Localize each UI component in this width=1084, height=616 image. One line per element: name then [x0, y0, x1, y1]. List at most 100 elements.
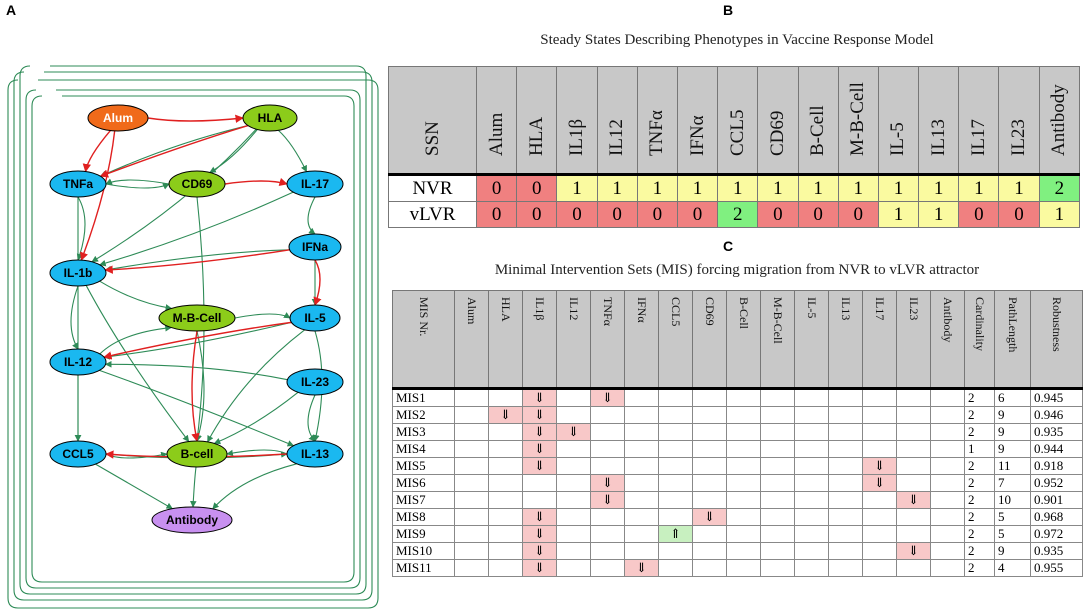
node-il17: IL-17 — [286, 170, 344, 198]
state-cell: 0 — [636, 201, 678, 228]
node-shape — [49, 440, 107, 468]
column-header: IL12 — [556, 290, 591, 389]
inhibition-edge — [313, 259, 322, 306]
intervention-cell — [930, 542, 965, 560]
pathlength-cell: 5 — [994, 525, 1031, 543]
intervention-cell — [590, 559, 625, 577]
intervention-cell — [692, 440, 727, 458]
intervention-cell — [760, 525, 795, 543]
cardinality-cell: 2 — [964, 542, 995, 560]
intervention-cell — [556, 525, 591, 543]
intervention-cell — [930, 423, 965, 441]
intervention-cell — [862, 388, 897, 407]
intervention-cell — [590, 440, 625, 458]
intervention-cell — [794, 457, 829, 475]
intervention-cell: ⇓ — [624, 559, 659, 577]
intervention-cell — [590, 423, 625, 441]
intervention-cell — [658, 406, 693, 424]
row-label: MIS8 — [392, 508, 455, 526]
intervention-cell — [454, 491, 489, 509]
node-shape — [286, 368, 344, 396]
intervention-cell — [624, 406, 659, 424]
intervention-cell — [794, 423, 829, 441]
activation-edges — [7, 65, 379, 609]
column-header: IL17 — [862, 290, 897, 389]
column-header: Alum — [475, 66, 518, 175]
intervention-cell — [488, 525, 523, 543]
panel-label-a: A — [6, 2, 17, 18]
node-label: CD69 — [182, 177, 213, 191]
intervention-cell — [896, 388, 931, 407]
state-cell: 1 — [757, 174, 799, 202]
activation-edge — [95, 463, 173, 510]
intervention-cell — [726, 388, 761, 407]
pathlength-cell: 9 — [994, 406, 1031, 424]
state-cell: 0 — [998, 201, 1040, 228]
intervention-cell — [624, 457, 659, 475]
cardinality-cell: 2 — [964, 525, 995, 543]
node-label: IL-12 — [64, 355, 92, 369]
intervention-cell — [794, 559, 829, 577]
column-header: Antibody — [930, 290, 965, 389]
row-label: NVR — [388, 174, 477, 202]
intervention-cell — [930, 388, 965, 407]
intervention-cell — [454, 542, 489, 560]
intervention-cell — [488, 423, 523, 441]
pathlength-cell: 7 — [994, 474, 1031, 492]
intervention-cell — [488, 457, 523, 475]
activation-edge — [105, 178, 170, 185]
row-label: MIS3 — [392, 423, 455, 441]
routing-loop — [31, 95, 355, 583]
inhibition-edge — [103, 321, 292, 360]
node-bcell: B-cell — [166, 440, 228, 468]
activation-edge — [70, 285, 79, 350]
intervention-cell — [692, 525, 727, 543]
intervention-cell — [624, 525, 659, 543]
table-b-title: Steady States Describing Phenotypes in V… — [540, 32, 934, 48]
column-header: IL13 — [918, 66, 960, 175]
column-header: IL1β — [556, 66, 598, 175]
intervention-cell — [692, 542, 727, 560]
column-header: IL12 — [596, 66, 638, 175]
column-header: TNFα — [590, 290, 625, 389]
node-il5: IL-5 — [289, 304, 341, 332]
intervention-cell — [896, 508, 931, 526]
intervention-cell: ⇓ — [862, 457, 897, 475]
intervention-cell — [454, 388, 489, 407]
node-label: IL-5 — [304, 311, 326, 325]
node-tnfa: TNFa — [49, 170, 107, 198]
pathlength-cell: 9 — [994, 423, 1031, 441]
row-label: MIS9 — [392, 525, 455, 543]
intervention-cell — [726, 508, 761, 526]
state-cell: 1 — [918, 201, 960, 228]
intervention-cell — [930, 525, 965, 543]
inhibition-edge — [82, 130, 111, 173]
activation-edge — [278, 129, 308, 173]
intervention-cell — [658, 508, 693, 526]
intervention-cell — [896, 406, 931, 424]
row-label: MIS1 — [392, 388, 455, 407]
column-header: Antibody — [1038, 66, 1081, 175]
intervention-cell — [896, 457, 931, 475]
intervention-cell — [590, 542, 625, 560]
node-il12: IL-12 — [49, 348, 107, 376]
intervention-cell — [624, 423, 659, 441]
state-cell: 1 — [717, 174, 759, 202]
state-cell: 1 — [797, 174, 839, 202]
column-header: CCL5 — [658, 290, 693, 389]
node-label: CCL5 — [62, 447, 94, 461]
intervention-cell — [726, 440, 761, 458]
node-label: IFNa — [302, 240, 328, 254]
column-header: M-B-Cell — [760, 290, 795, 389]
intervention-cell — [556, 559, 591, 577]
robustness-cell: 0.901 — [1030, 491, 1083, 509]
panel-label-c: C — [723, 238, 734, 254]
node-shape — [49, 348, 107, 376]
robustness-cell: 0.944 — [1030, 440, 1083, 458]
intervention-cell — [454, 474, 489, 492]
robustness-cell: 0.945 — [1030, 388, 1083, 407]
activation-edge — [99, 280, 173, 311]
